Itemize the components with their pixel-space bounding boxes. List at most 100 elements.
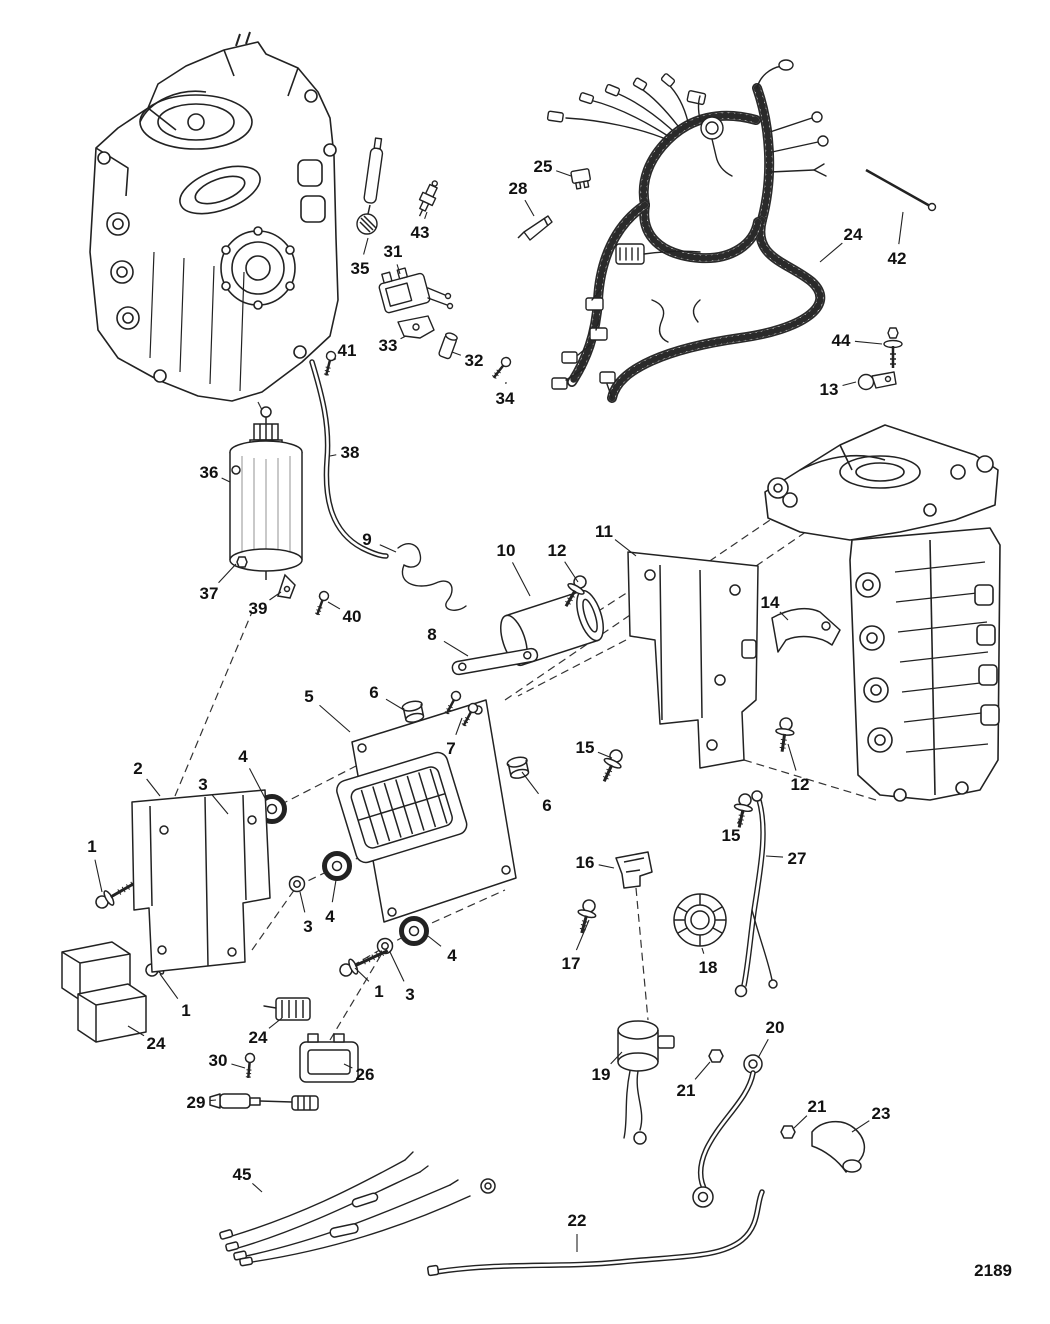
tie-strap [734, 790, 778, 998]
callout-leader [211, 794, 229, 815]
callout-label: 16 [576, 853, 595, 872]
callout-label: 15 [722, 826, 741, 845]
callout-label: 31 [384, 242, 403, 261]
callout-label: 3 [303, 917, 312, 936]
callout-leader [329, 454, 337, 457]
callout-leader [379, 544, 397, 553]
engine-block-left [89, 31, 339, 402]
callout-label: 7 [446, 739, 455, 758]
callout-label: 20 [766, 1018, 785, 1037]
callout-label: 41 [338, 341, 357, 360]
starter-motor [229, 406, 332, 618]
cable-clamp [857, 371, 897, 391]
ignition-coil [378, 267, 431, 314]
callout-label: 40 [343, 607, 362, 626]
callout-label: 35 [351, 259, 370, 278]
callout-leader [218, 563, 237, 584]
callout-leader [354, 967, 370, 982]
callout-leader [331, 879, 337, 903]
callout-leader [269, 591, 282, 601]
callout-label: 5 [304, 687, 313, 706]
callout-label: 34 [496, 389, 515, 408]
callout-leader [511, 562, 531, 597]
electrical-plate-assembly [556, 551, 841, 998]
bolt-icon [571, 896, 601, 937]
callout-label: 37 [200, 584, 219, 603]
callout-label: 26 [356, 1065, 375, 1084]
callout-label: 4 [238, 747, 248, 766]
spacer-strip [451, 647, 539, 676]
wiring-harness [546, 59, 829, 398]
callout-leader [424, 211, 428, 219]
callout-label: 29 [187, 1093, 206, 1112]
callout-label: 13 [820, 380, 839, 399]
callout-label: 19 [592, 1065, 611, 1084]
terminal-boot [811, 1120, 866, 1173]
bushing-icon [505, 754, 532, 781]
nut [236, 556, 248, 568]
bolt-icon [771, 715, 798, 755]
bolt-washer [883, 327, 903, 368]
callout-label: 4 [325, 907, 335, 926]
callout-leader [319, 704, 351, 733]
callout-label: 1 [181, 1001, 190, 1020]
battery-cable [692, 1054, 763, 1208]
callout-label: 14 [761, 593, 780, 612]
callout-leader [209, 1099, 217, 1102]
washer-icon [288, 875, 306, 893]
callout-leader [598, 864, 615, 869]
callout-label: 24 [249, 1028, 268, 1047]
callout-leader [231, 1063, 246, 1069]
callout-leader [455, 717, 463, 736]
link-rod [865, 168, 931, 208]
callout-label: 27 [788, 849, 807, 868]
sleeve-part [438, 332, 458, 360]
clip-bracket [615, 851, 653, 889]
tool-tip [523, 215, 553, 241]
ecu-module [336, 751, 468, 864]
callout-leader [737, 811, 745, 824]
nut [708, 1049, 724, 1063]
callout-label: 12 [548, 541, 567, 560]
callout-label: 32 [465, 351, 484, 370]
diagram-number: 2189 [974, 1261, 1012, 1280]
callout-leader [396, 264, 401, 275]
callout-leader [555, 170, 572, 177]
callout-label: 30 [209, 1051, 228, 1070]
callout-label: 24 [147, 1034, 166, 1053]
wire-set [219, 1151, 496, 1267]
relay-group [209, 997, 359, 1111]
engine-block-right [764, 424, 1001, 802]
callout-leader [159, 973, 179, 999]
callout-label: 42 [888, 249, 907, 268]
screw-icon [320, 349, 338, 378]
callout-label: 3 [405, 985, 414, 1004]
fuse [570, 168, 591, 190]
callout-label: 15 [576, 738, 595, 757]
callout-label: 33 [379, 336, 398, 355]
callout-leader [252, 1182, 263, 1193]
ecu-assembly [91, 647, 539, 982]
callout-leader [443, 640, 469, 657]
callout-leader [597, 751, 613, 759]
callout-leader [389, 951, 405, 982]
callout-leader [575, 919, 590, 951]
callout-label: 12 [791, 775, 810, 794]
nut [780, 1125, 796, 1139]
junction-box [77, 983, 147, 1043]
sensor [617, 1020, 675, 1145]
callout-leader [521, 771, 539, 795]
screw-icon [242, 1051, 257, 1080]
connector-block [275, 997, 311, 1021]
callout-label: 22 [568, 1211, 587, 1230]
callout-leader [765, 855, 784, 858]
callout-label: 9 [362, 530, 371, 549]
callout-leader [854, 340, 883, 345]
bolt-icon [594, 745, 629, 787]
callout-label: 1 [374, 982, 383, 1001]
retainer-ring [673, 893, 727, 947]
callout-leader [221, 477, 231, 483]
